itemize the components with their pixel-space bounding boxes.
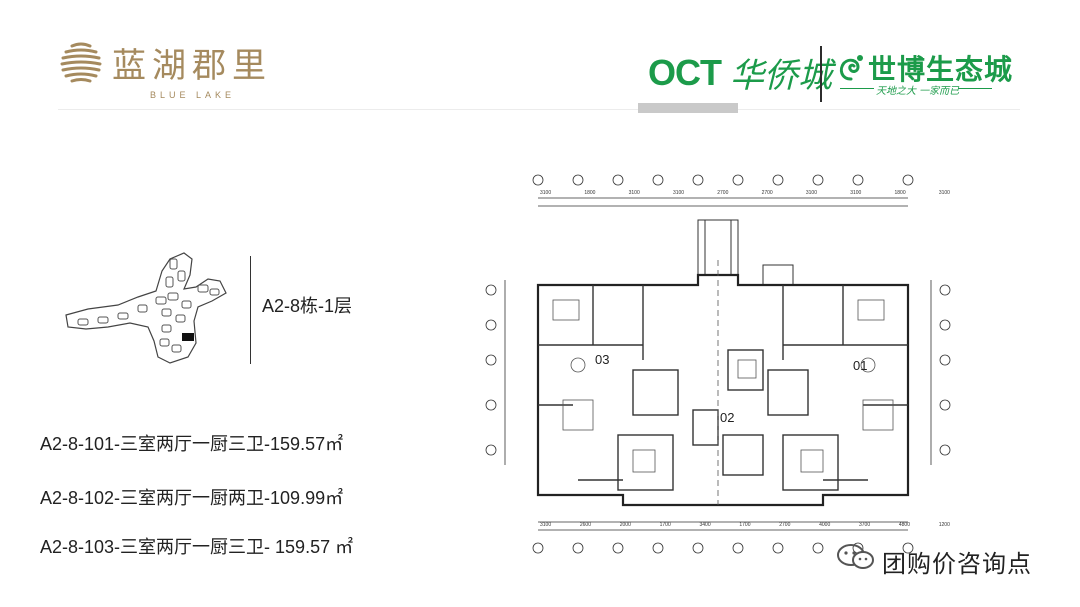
brand-divider [820,46,822,102]
eco-city-slogan: 天地之大 一家而已 [876,86,960,97]
dim-top: 1800 [584,190,596,196]
dim-top: 1800 [894,190,906,196]
dim-top: 3100 [850,190,862,196]
key-map-divider [250,256,251,364]
header-tab-marker [638,103,738,113]
unit-102-description: A2-8-102-三室两厅一厨两卫-109.99㎡ [40,488,344,508]
dim-bottom: 1200 [938,522,950,528]
unit-103-description: A2-8-103-三室两厅一厨三卫- 159.57 ㎡ [40,537,354,557]
watermark-text: 团购价咨询点 [882,551,1032,578]
dim-bottom: 3100 [540,522,552,528]
dim-bottom: 2000 [619,522,631,528]
plan-dims-bottom: 3100 2600 2000 1700 3400 1700 2700 4000 … [540,522,950,528]
dim-top: 3100 [805,190,817,196]
dim-top: 3100 [540,190,552,196]
dim-bottom: 3400 [699,522,711,528]
unit-mark-01: 01 [853,358,868,373]
floor-plan-drawing [485,174,951,554]
site-key-map [65,252,227,364]
eco-city-logo-cn: 世博生态城 [868,53,1014,86]
dim-bottom: 2700 [779,522,791,528]
blue-lake-logo-icon [60,42,102,83]
brand-name-en: BLUE LAKE [150,90,236,100]
dim-bottom: 2600 [579,522,591,528]
oct-logo: OCT [648,52,722,93]
eco-underline-left [840,88,874,89]
building-floor-label: A2-8栋-1层 [262,296,353,316]
swirl-logo-icon [839,55,863,81]
oct-logo-cn: 华侨城 [730,56,832,96]
eco-underline-right [958,88,992,89]
dim-top: 2700 [761,190,773,196]
dim-bottom: 4800 [898,522,910,528]
dim-bottom: 3700 [859,522,871,528]
plan-dims-top: 3100 1800 3100 3100 2700 2700 3100 3100 … [540,190,950,196]
wechat-icon [837,544,874,569]
dim-bottom: 1700 [739,522,751,528]
brand-name-cn: 蓝湖郡里 [112,46,272,86]
dim-top: 3100 [628,190,640,196]
unit-mark-02: 02 [720,410,735,425]
unit-mark-03: 03 [595,352,610,367]
unit-101-description: A2-8-101-三室两厅一厨三卫-159.57㎡ [40,434,344,454]
dim-bottom: 1700 [659,522,671,528]
dim-top: 3100 [672,190,685,196]
dim-bottom: 4000 [819,522,831,528]
dim-top: 2700 [717,190,729,196]
header-divider [58,109,1020,110]
dim-top: 3100 [938,190,950,196]
